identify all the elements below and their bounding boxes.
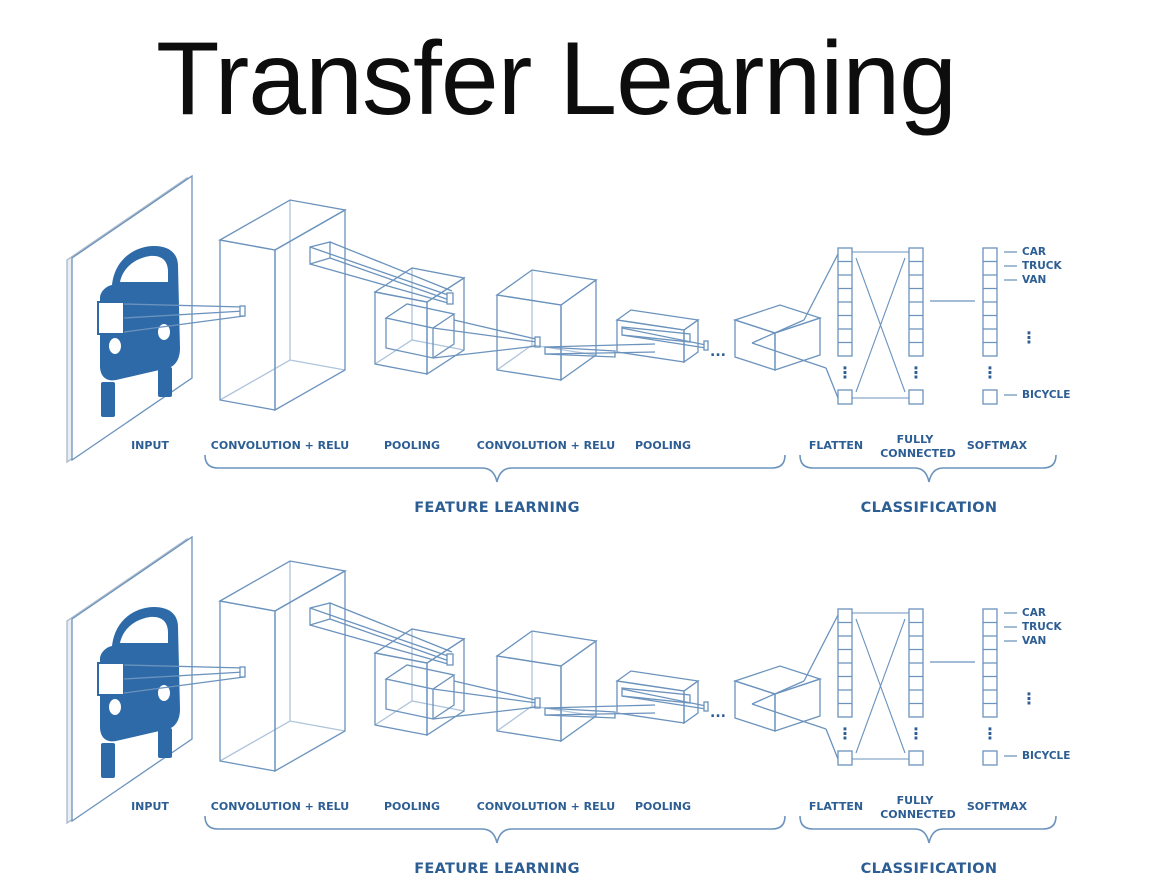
flatten-label: FLATTEN [809, 800, 863, 813]
input-label: INPUT [131, 800, 169, 813]
pool2-block [615, 670, 709, 725]
fully-connected-label-line1: FULLY [897, 794, 935, 807]
conv2-block [495, 269, 656, 382]
input-label: INPUT [131, 439, 169, 452]
classification-brace [799, 815, 1057, 844]
class-bicycle: BICYCLE [1022, 750, 1070, 762]
flatten-label: FLATTEN [809, 439, 863, 452]
feature-map-block [732, 304, 827, 371]
class-car: CAR [1022, 246, 1046, 258]
softmax-label: SOFTMAX [967, 800, 1028, 813]
pool1-label: POOLING [384, 800, 440, 813]
fully-connected-label-line2: CONNECTED [880, 447, 956, 460]
line-art [66, 535, 1057, 844]
fully-connected-column [908, 608, 975, 766]
conv1-block [218, 560, 453, 773]
pool2-label: POOLING [635, 439, 691, 452]
class-truck: TRUCK [1022, 621, 1062, 633]
fc-vdots: ⋮ [908, 724, 924, 743]
feature-learning-brace [204, 454, 786, 483]
pool2-label: POOLING [635, 800, 691, 813]
class-car: CAR [1022, 607, 1046, 619]
conv2-label: CONVOLUTION + RELU [477, 800, 615, 813]
flatten-column [803, 608, 853, 766]
feature-learning-brace [204, 815, 786, 844]
line-art [66, 174, 1057, 483]
slide-title: Transfer Learning [155, 21, 957, 137]
softmax-label: SOFTMAX [967, 439, 1028, 452]
fc-vdots: ⋮ [908, 363, 924, 382]
flatten-vdots: ⋮ [837, 363, 853, 382]
fully-connected-label-line1: FULLY [897, 433, 935, 446]
class-bicycle: BICYCLE [1022, 389, 1070, 401]
fully-connected-column [908, 247, 975, 405]
cnn-diagram-top: INPUT CONVOLUTION + RELU POOLING CONVOLU… [0, 170, 1162, 530]
conv1-label: CONVOLUTION + RELU [211, 439, 349, 452]
feature-learning-label: FEATURE LEARNING [414, 861, 580, 877]
classes-vdots: ⋮ [1021, 689, 1037, 708]
conv1-block [218, 199, 453, 412]
cnn-diagram-bottom: INPUT CONVOLUTION + RELU POOLING CONVOLU… [0, 531, 1162, 891]
classification-brace [799, 454, 1057, 483]
softmax-vdots: ⋮ [982, 363, 998, 382]
pool1-block [373, 267, 541, 376]
feature-learning-label: FEATURE LEARNING [414, 500, 580, 516]
feature-map-block [732, 665, 827, 732]
pool1-label: POOLING [384, 439, 440, 452]
classification-label: CLASSIFICATION [861, 861, 998, 877]
class-truck: TRUCK [1022, 260, 1062, 272]
conv2-label: CONVOLUTION + RELU [477, 439, 615, 452]
conv1-label: CONVOLUTION + RELU [211, 800, 349, 813]
classification-label: CLASSIFICATION [861, 500, 998, 516]
flatten-vdots: ⋮ [837, 724, 853, 743]
classes-vdots: ⋮ [1021, 328, 1037, 347]
softmax-column [982, 608, 1017, 766]
conv2-block [495, 630, 656, 743]
car-icon [97, 607, 180, 778]
layers-ellipsis: ... [710, 344, 726, 360]
softmax-vdots: ⋮ [982, 724, 998, 743]
fully-connected-label-line2: CONNECTED [880, 808, 956, 821]
cnn-svg: INPUT CONVOLUTION + RELU POOLING CONVOLU… [66, 174, 1070, 516]
cnn-svg: INPUT CONVOLUTION + RELU POOLING CONVOLU… [66, 535, 1070, 877]
softmax-column [982, 247, 1017, 405]
flatten-column [803, 247, 853, 405]
layers-ellipsis: ... [710, 705, 726, 721]
car-icon [97, 246, 180, 417]
class-van: VAN [1022, 274, 1046, 286]
pool1-block [373, 628, 541, 737]
pool2-block [615, 309, 709, 364]
class-van: VAN [1022, 635, 1046, 647]
